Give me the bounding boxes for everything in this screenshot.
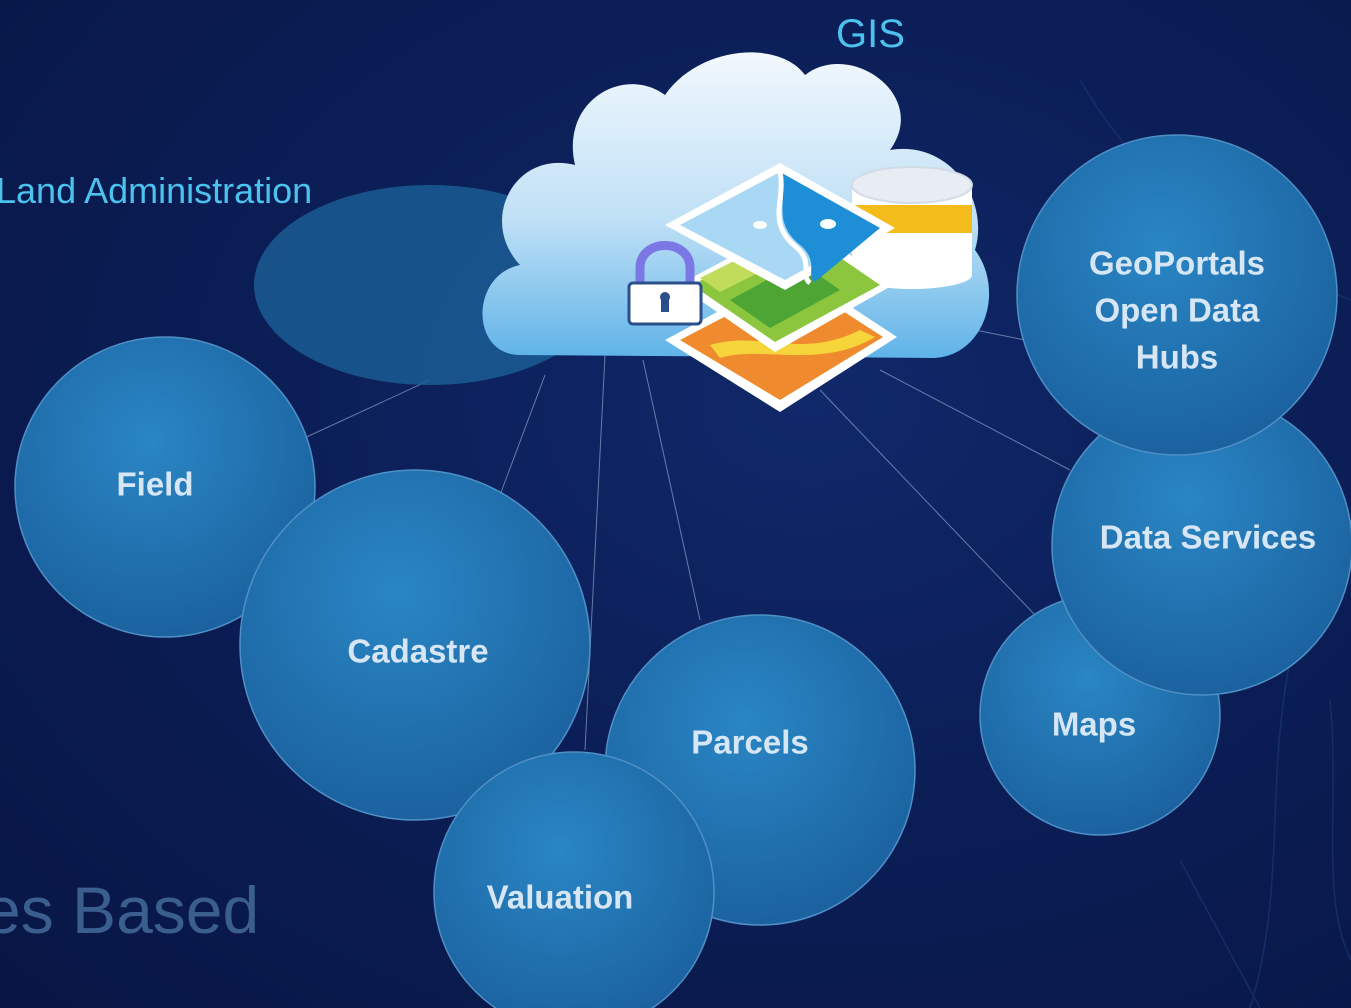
bubble-geoportals[interactable] bbox=[1016, 134, 1338, 456]
geoportals-line-3: Hubs bbox=[1135, 338, 1219, 376]
bubble-valuation[interactable] bbox=[433, 751, 715, 1008]
geoportals-label: GeoPortals Open Data Hubs bbox=[1089, 240, 1265, 381]
maps-label: Maps bbox=[1051, 705, 1137, 743]
geoportals-line-2: Open Data bbox=[1094, 291, 1260, 329]
node-bubbles bbox=[14, 134, 1351, 1008]
bubble-cadastre[interactable] bbox=[239, 469, 591, 821]
padlock-icon bbox=[627, 241, 703, 326]
parcels-label: Parcels bbox=[691, 723, 809, 761]
page-title: GIS bbox=[836, 12, 905, 56]
background-text: es Based bbox=[0, 873, 260, 947]
data-services-label: Data Services bbox=[1099, 518, 1317, 556]
geoportals-line-1: GeoPortals bbox=[1088, 244, 1266, 282]
cadastre-label: Cadastre bbox=[347, 632, 489, 670]
database-icon bbox=[851, 166, 973, 289]
connector-lines bbox=[299, 329, 1071, 751]
land-administration-label: Land Administration bbox=[0, 170, 313, 211]
field-label: Field bbox=[116, 465, 194, 503]
map-layers-icon bbox=[665, 163, 897, 412]
valuation-label: Valuation bbox=[486, 878, 634, 916]
bubble-field[interactable] bbox=[14, 336, 316, 638]
